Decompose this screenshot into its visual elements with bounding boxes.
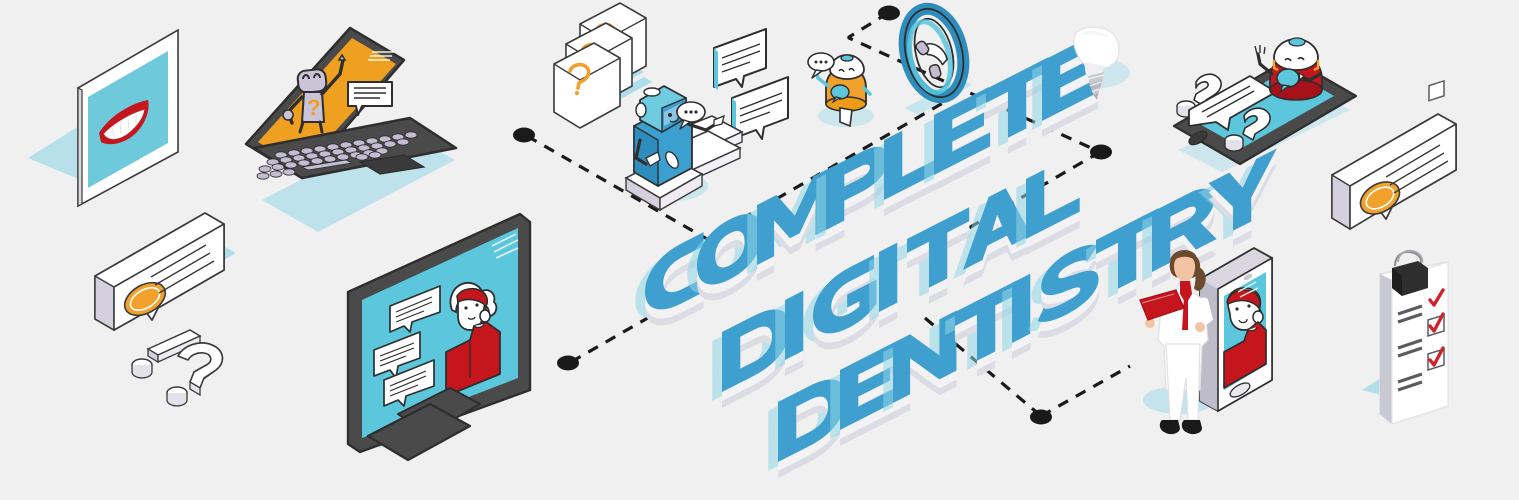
connector-mid-right	[1040, 364, 1131, 418]
robot-orange	[807, 52, 872, 128]
envelope-1	[553, 42, 621, 129]
chat-lines-right	[1385, 144, 1449, 194]
phone-red-robot	[1254, 37, 1323, 101]
envelopes	[553, 2, 647, 129]
robot-blue-arm-left	[634, 138, 648, 166]
chat-lines-left	[150, 244, 215, 294]
connector-dot-1	[513, 127, 535, 143]
laptop-screen	[258, 38, 396, 168]
connector-dot-3	[878, 5, 900, 21]
monitor-screen-glare	[491, 233, 519, 259]
speech-bubble-lower	[731, 76, 789, 142]
phone-robot	[1172, 37, 1358, 166]
dentist-trousers	[1165, 343, 1201, 421]
red-robot-badge	[1276, 68, 1300, 88]
laptop-chat-bubble	[347, 81, 393, 116]
dentist-clipboard	[1139, 289, 1185, 321]
dentist-phone-agent	[1223, 281, 1267, 389]
dentist-figure	[1139, 250, 1214, 435]
smile-teeth	[103, 109, 145, 140]
robot-orange-head	[829, 54, 865, 80]
clipboard-clip	[1392, 249, 1428, 296]
speech-bubble-upper	[713, 28, 767, 90]
phone-home-button	[1188, 130, 1208, 146]
connector-left-upper	[526, 134, 708, 241]
clipboard-row-3	[1397, 346, 1445, 392]
laptop-trackpad	[358, 154, 426, 175]
question-mark-left	[131, 329, 224, 407]
monitor-base	[366, 402, 472, 462]
monitor-agent	[445, 281, 501, 397]
chat-avatar-left	[123, 281, 167, 317]
dentist-face	[1174, 254, 1196, 282]
robot-orange-speech-bubble	[807, 52, 835, 79]
clipboard-row-1	[1397, 79, 1445, 324]
laptop-screen-lines	[368, 51, 394, 61]
clipboard-row-2	[1397, 312, 1445, 358]
chat-avatar-right	[1359, 181, 1401, 215]
laptop-keys	[256, 131, 418, 180]
clipboard	[1379, 79, 1449, 425]
connector-dots	[513, 5, 1112, 425]
robot-orange-leg	[839, 107, 853, 128]
robot-orange-arm-right	[862, 86, 872, 96]
smile-poster	[77, 28, 179, 208]
robot-blue-arm-right	[686, 122, 718, 132]
dentist-scarf	[1180, 281, 1192, 304]
laptop: ?	[244, 26, 458, 180]
red-robot-arm-right	[1302, 72, 1322, 82]
connector-dot-5	[1030, 409, 1052, 425]
clipboard-rows	[1397, 79, 1445, 392]
dentist-phone	[1139, 247, 1273, 435]
dentist-arm-right	[1195, 297, 1214, 329]
chat-bubble-right	[1331, 113, 1457, 231]
dentist-shoes	[1159, 420, 1202, 435]
dentist-phone-device	[1199, 247, 1273, 413]
robot-blue-antenna	[643, 87, 661, 97]
phone-question-mark-lower	[1224, 107, 1271, 152]
phone-chat-bubble	[1188, 75, 1277, 131]
robot-orange-badge	[830, 84, 850, 100]
robot-blue-speech-bubble	[676, 101, 706, 130]
dental-implant	[1073, 26, 1120, 100]
laptop-robot: ?	[282, 53, 347, 134]
monitor-chat-bubbles	[373, 285, 441, 407]
robot-blue	[624, 85, 744, 212]
connector-dot-4	[1090, 144, 1112, 160]
speech-bubbles-center	[713, 28, 789, 142]
monitor	[346, 212, 532, 462]
question-mark-glyph	[166, 342, 224, 407]
svg-text:?: ?	[307, 95, 320, 120]
exclamation-bar	[131, 329, 202, 379]
connector-dot-2	[557, 355, 579, 371]
chat-bubble-left	[94, 212, 225, 332]
dentist-ponytail	[1194, 266, 1206, 291]
red-robot-arm-left	[1256, 52, 1274, 76]
phone-handset-icon	[915, 40, 949, 79]
call-ring-icon	[898, 2, 970, 104]
implant-screw	[1087, 72, 1105, 100]
